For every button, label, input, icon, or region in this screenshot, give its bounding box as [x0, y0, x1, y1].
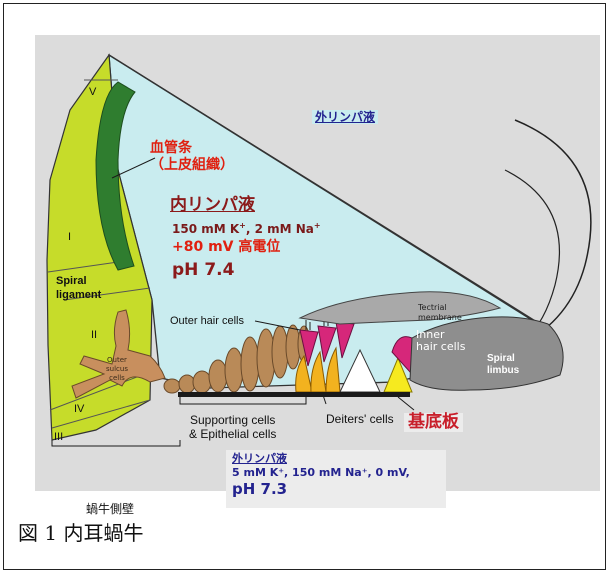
- endolymph-potential: +80 mV 高電位: [172, 240, 280, 254]
- figure-caption: 図 1 内耳蝸牛: [18, 523, 143, 543]
- stria-label-line2: （上皮組織）: [150, 157, 234, 174]
- basilar-membrane-label: 基底板: [404, 413, 463, 432]
- basilar-pointer: [398, 397, 414, 410]
- stria-label-line1: 血管条: [150, 140, 234, 157]
- deiters-label: Deiters' cells: [326, 413, 394, 425]
- supporting-cells-label-2: & Epithelial cells: [189, 427, 276, 441]
- spiral-limbus-label-2: limbus: [487, 365, 519, 377]
- outer-sulcus-label-1: Outer: [106, 356, 128, 365]
- endolymph-ions-k-sup: +: [239, 221, 246, 230]
- spiral-limbus-label: Spiral limbus: [487, 353, 519, 377]
- endolymph-ions-na: , 2 mM Na: [246, 222, 314, 236]
- endolymph-ions: 150 mM K+, 2 mM Na+: [172, 222, 321, 235]
- perilymph-box-ph: pH 7.3: [232, 482, 287, 497]
- lateral-wall-label: 蝸牛側壁: [86, 503, 134, 515]
- stria-label: 血管条 （上皮組織）: [150, 140, 234, 174]
- spiral-ligament-label-1: Spiral: [56, 276, 87, 287]
- lateral-wall-bracket: [52, 440, 180, 446]
- zone-label-iii: III: [54, 432, 63, 443]
- inner-hair-cells-label: Inner hair cells: [416, 329, 465, 353]
- outer-sulcus-label: Outer sulcus cells: [106, 356, 128, 383]
- endolymph-ions-k: 150 mM K: [172, 222, 239, 236]
- tectorial-label-2: membrane: [418, 313, 462, 323]
- zone-label-v: V: [89, 87, 96, 98]
- supporting-cells-label: Supporting cells & Epithelial cells: [189, 413, 276, 441]
- endolymph-ions-na-sup: +: [314, 221, 321, 230]
- endolymph-title: 内リンパ液: [170, 197, 255, 214]
- outer-sulcus-label-3: cells: [106, 374, 128, 383]
- spiral-limbus-label-1: Spiral: [487, 353, 519, 365]
- basilar-membrane: [178, 392, 410, 397]
- zone-label-iv: IV: [74, 404, 84, 415]
- perilymph-box-title: 外リンパ液: [232, 453, 287, 464]
- tectorial-label: Tectrial membrane: [418, 303, 462, 323]
- outer-hair-cells-label: Outer hair cells: [170, 316, 244, 327]
- endolymph-ph: pH 7.4: [172, 262, 234, 279]
- supporting-cells-label-1: Supporting cells: [189, 413, 276, 427]
- perilymph-box-ions: 5 mM K⁺, 150 mM Na⁺, 0 mV,: [232, 467, 410, 478]
- bony-wall-outline: [515, 120, 591, 345]
- zone-label-i: I: [68, 232, 71, 243]
- zone-label-ii: II: [91, 330, 97, 341]
- inner-hair-cells-label-2: hair cells: [416, 341, 465, 353]
- spiral-ligament-label-2: ligament: [56, 290, 101, 301]
- outer-sulcus-label-2: sulcus: [106, 365, 128, 374]
- tectorial-label-1: Tectrial: [418, 303, 462, 313]
- perilymph-label-top: 外リンパ液: [312, 110, 378, 124]
- supporting-bracket: [180, 397, 306, 404]
